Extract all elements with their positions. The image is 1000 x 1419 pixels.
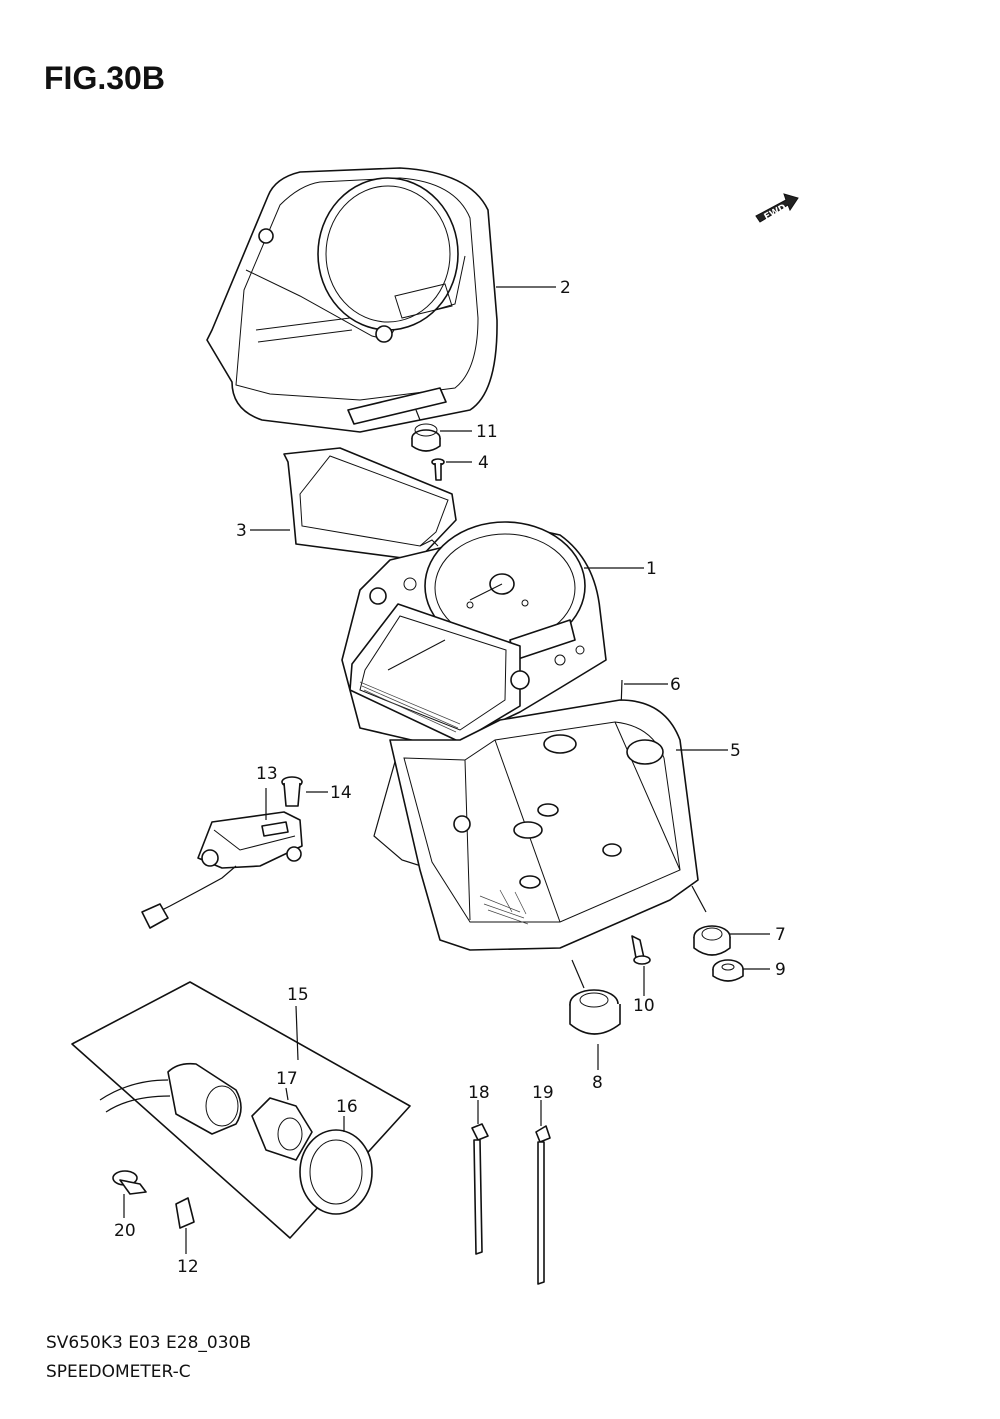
callout-19: 19 [532, 1083, 554, 1103]
fwd-arrow-icon: FWD [755, 193, 799, 223]
callout-20: 20 [114, 1221, 136, 1241]
callout-10: 10 [633, 996, 655, 1016]
callout-7: 7 [775, 925, 786, 945]
callout-15: 15 [287, 985, 309, 1005]
figure-title: FIG.30B [44, 60, 165, 96]
part-4-screw [431, 458, 445, 481]
part-13-sensor [141, 811, 303, 929]
callout-12: 12 [177, 1257, 199, 1277]
model-code: SV650K3 E03 E28_030B [46, 1333, 251, 1353]
part-12-clip [175, 1197, 195, 1229]
part-20-bolt [112, 1170, 147, 1195]
part-5-meter-case [389, 699, 699, 951]
part-19-cable-tie [535, 1125, 551, 1285]
callout-2: 2 [560, 278, 571, 298]
part-2-meter-cover [206, 167, 498, 433]
part-16-ring [299, 1129, 373, 1215]
figure-caption: SPEEDOMETER-C [46, 1362, 191, 1382]
part-3-lens [283, 447, 457, 561]
callout-4: 4 [478, 453, 489, 473]
callout-13: 13 [256, 764, 278, 784]
part-8-cushion [569, 989, 621, 1035]
callout-8: 8 [592, 1073, 603, 1093]
callout-5: 5 [730, 741, 741, 761]
part-9-washer [712, 959, 744, 982]
callout-14: 14 [330, 783, 352, 803]
part-18-cable-tie [471, 1123, 489, 1255]
part-1-speedometer-assembly [341, 521, 607, 743]
callout-3: 3 [236, 521, 247, 541]
part-7-cushion [693, 925, 731, 956]
callout-1: 1 [646, 559, 657, 579]
callout-16: 16 [336, 1097, 358, 1117]
callout-18: 18 [468, 1083, 490, 1103]
callout-labels: 2 3 1 4 11 6 5 7 9 10 8 13 14 15 17 16 1… [114, 278, 786, 1277]
callout-17: 17 [276, 1069, 298, 1089]
callout-11: 11 [476, 422, 498, 442]
part-10-screw [631, 935, 651, 965]
callout-6: 6 [670, 675, 681, 695]
callout-9: 9 [775, 960, 786, 980]
part-14-bolt [281, 776, 303, 807]
part-11-grommet [411, 423, 441, 452]
leader-lines [123, 286, 770, 1254]
part-17-socket [251, 1097, 313, 1161]
